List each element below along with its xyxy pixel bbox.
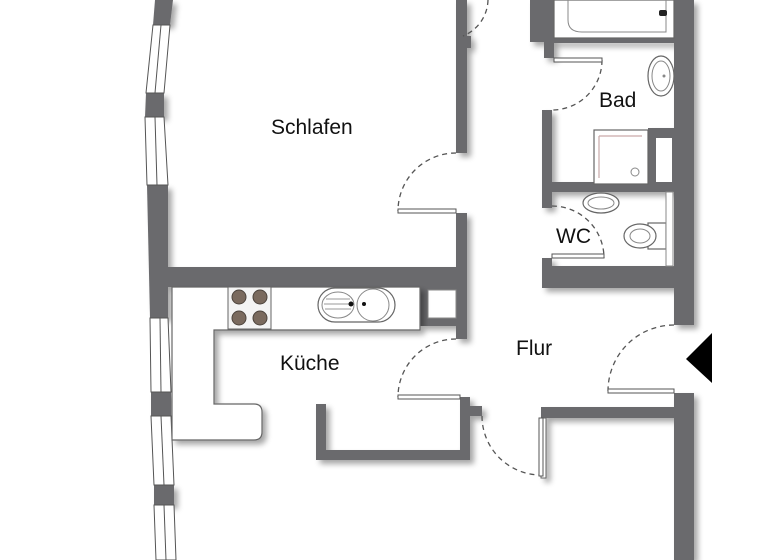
wall-lower-room-top: [541, 407, 691, 418]
windows: [144, 24, 177, 560]
bathtub-icon: [553, 0, 675, 39]
wall-kueche-bottom: [460, 397, 470, 460]
wall-bath-divider: [554, 38, 674, 43]
kitchen-sink-icon: [317, 287, 396, 323]
wall-kueche-bottom: [316, 404, 326, 460]
shower-tray-icon: [593, 129, 649, 185]
walls: [145, 0, 694, 560]
wall-bad-left-upper: [544, 0, 554, 58]
exterior-pillar: [147, 185, 168, 318]
wall-right-exterior-upper: [674, 0, 694, 325]
doors: [397, 0, 675, 477]
exterior-pillar: [151, 392, 171, 416]
wall-stub: [466, 406, 482, 416]
exterior-pillar: [145, 93, 164, 117]
room-label-bad: Bad: [599, 89, 637, 112]
wall-wc-bottom: [542, 266, 682, 288]
washbasin-icon: [647, 55, 675, 97]
room-label-kueche: Küche: [280, 352, 340, 375]
door-entrance[interactable]: [607, 388, 675, 394]
wall-stub: [463, 36, 471, 48]
room-label-wc: WC: [556, 225, 591, 248]
wall-bad-wc-divider: [542, 182, 674, 192]
small-washbasin-icon: [582, 192, 620, 214]
wall-schlafen-right-lower: [456, 213, 467, 339]
exterior-pillar: [154, 485, 174, 505]
exterior-pillar: [153, 0, 173, 25]
wall-bad-left-mid: [542, 110, 552, 208]
stove-icon: [227, 286, 272, 330]
door-kueche[interactable]: [397, 394, 461, 400]
door-schlafen[interactable]: [397, 208, 457, 214]
room-label-schlafen: Schlafen: [271, 116, 353, 139]
toilet-icon: [623, 191, 674, 267]
door-bad[interactable]: [553, 57, 603, 63]
wall-kueche-bottom: [316, 450, 469, 460]
entrance-arrow-icon: [686, 333, 712, 383]
wall-schlafen-right-upper: [456, 0, 467, 153]
wall-right-exterior-lower: [674, 393, 694, 560]
door-wc[interactable]: [551, 253, 605, 259]
door-lower-room[interactable]: [538, 417, 544, 477]
wall-schlafen-kueche: [164, 267, 467, 287]
wall-bad-left-upper: [530, 0, 544, 42]
room-label-flur: Flur: [516, 337, 553, 360]
